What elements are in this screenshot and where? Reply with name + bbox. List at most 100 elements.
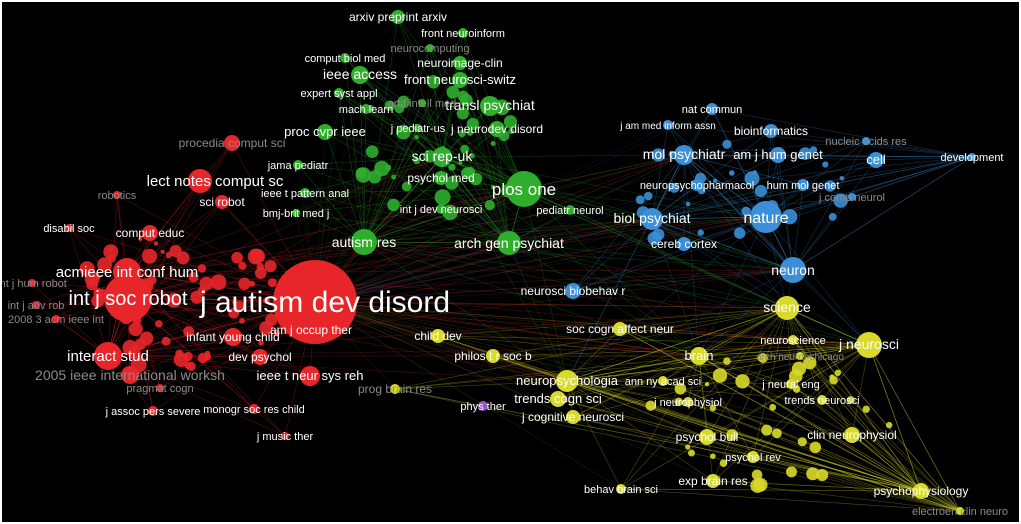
network-node <box>913 483 929 499</box>
network-node <box>239 318 245 324</box>
node-label: mol psychiatr <box>643 146 726 162</box>
network-edge <box>363 241 870 346</box>
network-edge <box>126 201 223 273</box>
network-node <box>113 191 121 199</box>
network-edge <box>314 154 685 303</box>
network-edge <box>126 269 794 273</box>
network-node <box>956 507 964 515</box>
node-label: am j occup ther <box>270 323 352 337</box>
network-node <box>641 208 663 230</box>
network-node <box>401 181 412 192</box>
network-node <box>668 150 676 158</box>
network-edge <box>492 344 870 357</box>
node-label: transl psychiat <box>445 97 535 113</box>
network-edge <box>314 269 794 303</box>
network-edge <box>127 142 233 299</box>
network-edge <box>566 380 708 438</box>
network-edge <box>31 282 109 357</box>
node-label: int j hum robot <box>0 278 67 290</box>
network-edge <box>441 105 491 158</box>
network-edge <box>363 241 568 382</box>
network-edge <box>363 79 461 243</box>
network-node <box>704 382 710 387</box>
network-node <box>797 437 807 447</box>
node-label: 2005 ieee international worksh <box>35 367 225 383</box>
network-node <box>806 467 820 481</box>
network-edge <box>344 57 525 190</box>
network-edge <box>437 335 568 382</box>
node-label: psychophysiology <box>874 484 969 498</box>
network-edge <box>359 74 525 190</box>
network-node <box>764 124 778 138</box>
network-edge <box>557 344 870 400</box>
network-edge <box>35 304 109 357</box>
network-edge <box>651 218 794 271</box>
node-label: expert syst appl <box>300 88 377 100</box>
network-node <box>750 201 782 233</box>
network-node <box>183 352 193 362</box>
network-node <box>93 273 101 281</box>
network-edge <box>314 301 621 330</box>
network-node <box>775 296 799 320</box>
network-edge <box>683 154 767 218</box>
network-edge <box>523 188 870 346</box>
network-edge <box>314 301 792 385</box>
network-node <box>139 331 154 346</box>
network-node <box>231 251 243 264</box>
network-node <box>751 469 763 481</box>
node-label: monogr soc res child <box>203 404 305 416</box>
network-node <box>351 66 369 84</box>
network-edge <box>462 32 510 244</box>
network-edge <box>107 194 118 357</box>
node-label: psychol med <box>407 171 474 185</box>
network-edge <box>127 297 286 437</box>
network-edge <box>706 436 922 492</box>
network-node <box>497 231 521 255</box>
network-edge <box>790 344 870 385</box>
network-node <box>706 474 720 488</box>
network-node <box>453 56 467 70</box>
network-node <box>647 231 662 246</box>
network-node <box>744 171 760 187</box>
network-edge <box>127 297 568 382</box>
network-node <box>113 258 141 286</box>
network-edge <box>359 74 443 158</box>
network-node <box>292 209 300 217</box>
network-edge <box>363 241 510 244</box>
network-edge <box>397 16 443 158</box>
node-label: front neurosci-switz <box>404 72 516 87</box>
network-node <box>156 384 164 392</box>
network-node <box>669 182 680 193</box>
network-edge <box>107 201 223 357</box>
network-node <box>752 170 758 176</box>
network-edge <box>620 488 961 512</box>
network-node <box>556 370 578 392</box>
network-edge <box>394 380 568 390</box>
network-node <box>395 124 411 140</box>
network-edge <box>566 380 689 403</box>
network-edge <box>566 328 621 382</box>
node-label: development <box>941 152 1004 164</box>
network-edge <box>687 344 870 403</box>
network-edge <box>314 301 961 512</box>
node-label: ieee access <box>323 66 397 82</box>
network-node <box>188 271 199 283</box>
network-edge <box>437 307 788 337</box>
node-label: bioinformatics <box>734 124 808 138</box>
network-edge <box>127 297 788 309</box>
network-node <box>203 353 212 361</box>
network-edge <box>651 218 794 271</box>
network-node <box>128 322 143 337</box>
node-label: behav brain sci <box>584 484 658 496</box>
node-label: electroen clin neuro <box>912 506 1008 518</box>
network-edge <box>126 188 525 273</box>
network-node <box>248 280 256 287</box>
network-node <box>478 401 488 411</box>
network-node <box>822 161 829 168</box>
network-edge <box>31 271 128 284</box>
network-edge <box>698 355 714 482</box>
network-edge <box>620 344 870 490</box>
node-label: neuroscience <box>760 335 825 347</box>
node-label: plos one <box>492 180 556 199</box>
network-node <box>710 453 716 460</box>
